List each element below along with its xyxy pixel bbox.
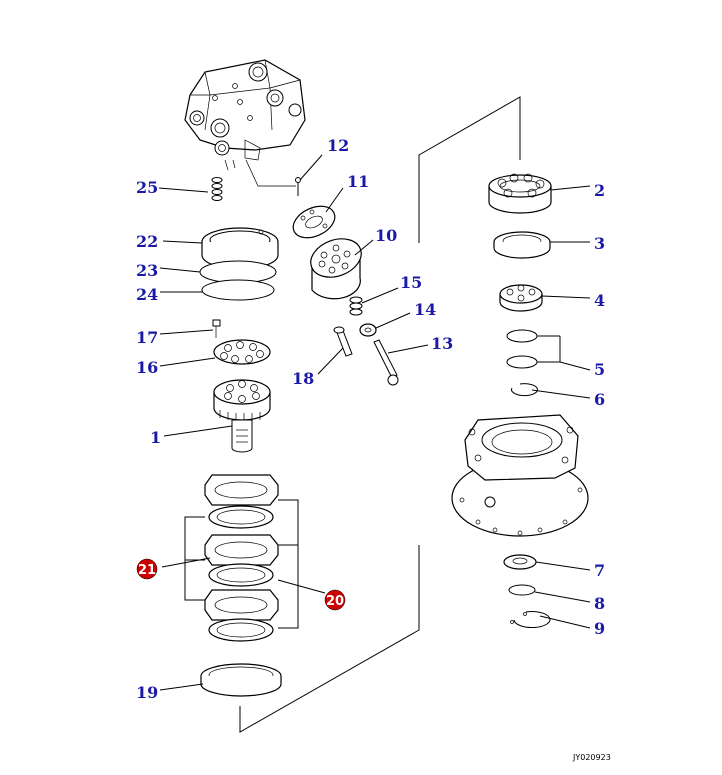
label-part-20: 20 (326, 594, 344, 609)
part-12-pin (295, 177, 301, 196)
part-16-retainer-plate (213, 339, 271, 365)
part-25-spring (211, 177, 223, 201)
part-15-spring (349, 296, 363, 316)
part-9-snap-ring (510, 611, 551, 629)
drawing-code: JY020923 (572, 753, 611, 762)
label-part-1[interactable]: 1 (150, 428, 161, 447)
part-2-bearing (488, 173, 552, 214)
label-part-18[interactable]: 18 (292, 369, 314, 388)
label-part-13[interactable]: 13 (431, 334, 453, 353)
label-part-15[interactable]: 15 (400, 273, 422, 292)
part-18-plunger (333, 326, 353, 357)
part-11-valve-plate (292, 205, 336, 239)
label-part-22[interactable]: 22 (136, 232, 158, 251)
part-10-cylinder-block (310, 238, 362, 300)
label-part-12[interactable]: 12 (327, 136, 349, 155)
label-part-11[interactable]: 11 (347, 172, 369, 191)
label-part-19[interactable]: 19 (136, 683, 158, 702)
label-part-6[interactable]: 6 (594, 390, 605, 409)
part-19-seal-ring (200, 663, 282, 697)
label-part-5[interactable]: 5 (594, 360, 605, 379)
label-part-14[interactable]: 14 (414, 300, 436, 319)
part-24-o-ring (201, 279, 275, 301)
part-20-plates (204, 474, 279, 621)
bracket-20 (278, 499, 299, 629)
part-3-bearing-race (493, 231, 551, 259)
leader-lines (158, 154, 591, 691)
part-7-bearing (503, 554, 537, 570)
label-part-24[interactable]: 24 (136, 285, 158, 304)
part-14-collar (359, 323, 377, 337)
part-1-shaft (213, 379, 271, 453)
part-4-bearing (499, 284, 543, 312)
part-13-plunger (373, 339, 399, 386)
part-22-seal-ring (201, 227, 279, 270)
part-8-seal (508, 584, 536, 596)
motor-housing (184, 59, 306, 171)
label-part-16[interactable]: 16 (136, 358, 158, 377)
part-housing-flange (451, 414, 589, 537)
label-part-10[interactable]: 10 (375, 226, 397, 245)
label-part-3[interactable]: 3 (594, 234, 605, 253)
assembly-lines (239, 96, 521, 733)
label-part-23[interactable]: 23 (136, 261, 158, 280)
part-17-bolt (212, 319, 221, 338)
label-part-25[interactable]: 25 (136, 178, 158, 197)
label-part-4[interactable]: 4 (594, 291, 605, 310)
part-5-rings (506, 329, 538, 369)
marker-part-20[interactable]: 20 (324, 589, 346, 611)
part-6-snap-ring (511, 383, 538, 397)
part-21-discs (208, 505, 274, 642)
label-part-17[interactable]: 17 (136, 328, 158, 347)
label-part-9[interactable]: 9 (594, 619, 605, 638)
label-part-8[interactable]: 8 (594, 594, 605, 613)
label-part-7[interactable]: 7 (594, 561, 605, 580)
marker-part-21[interactable]: 21 (136, 558, 158, 580)
label-part-2[interactable]: 2 (594, 181, 605, 200)
bracket-21 (184, 516, 205, 601)
label-part-21: 21 (138, 563, 156, 578)
